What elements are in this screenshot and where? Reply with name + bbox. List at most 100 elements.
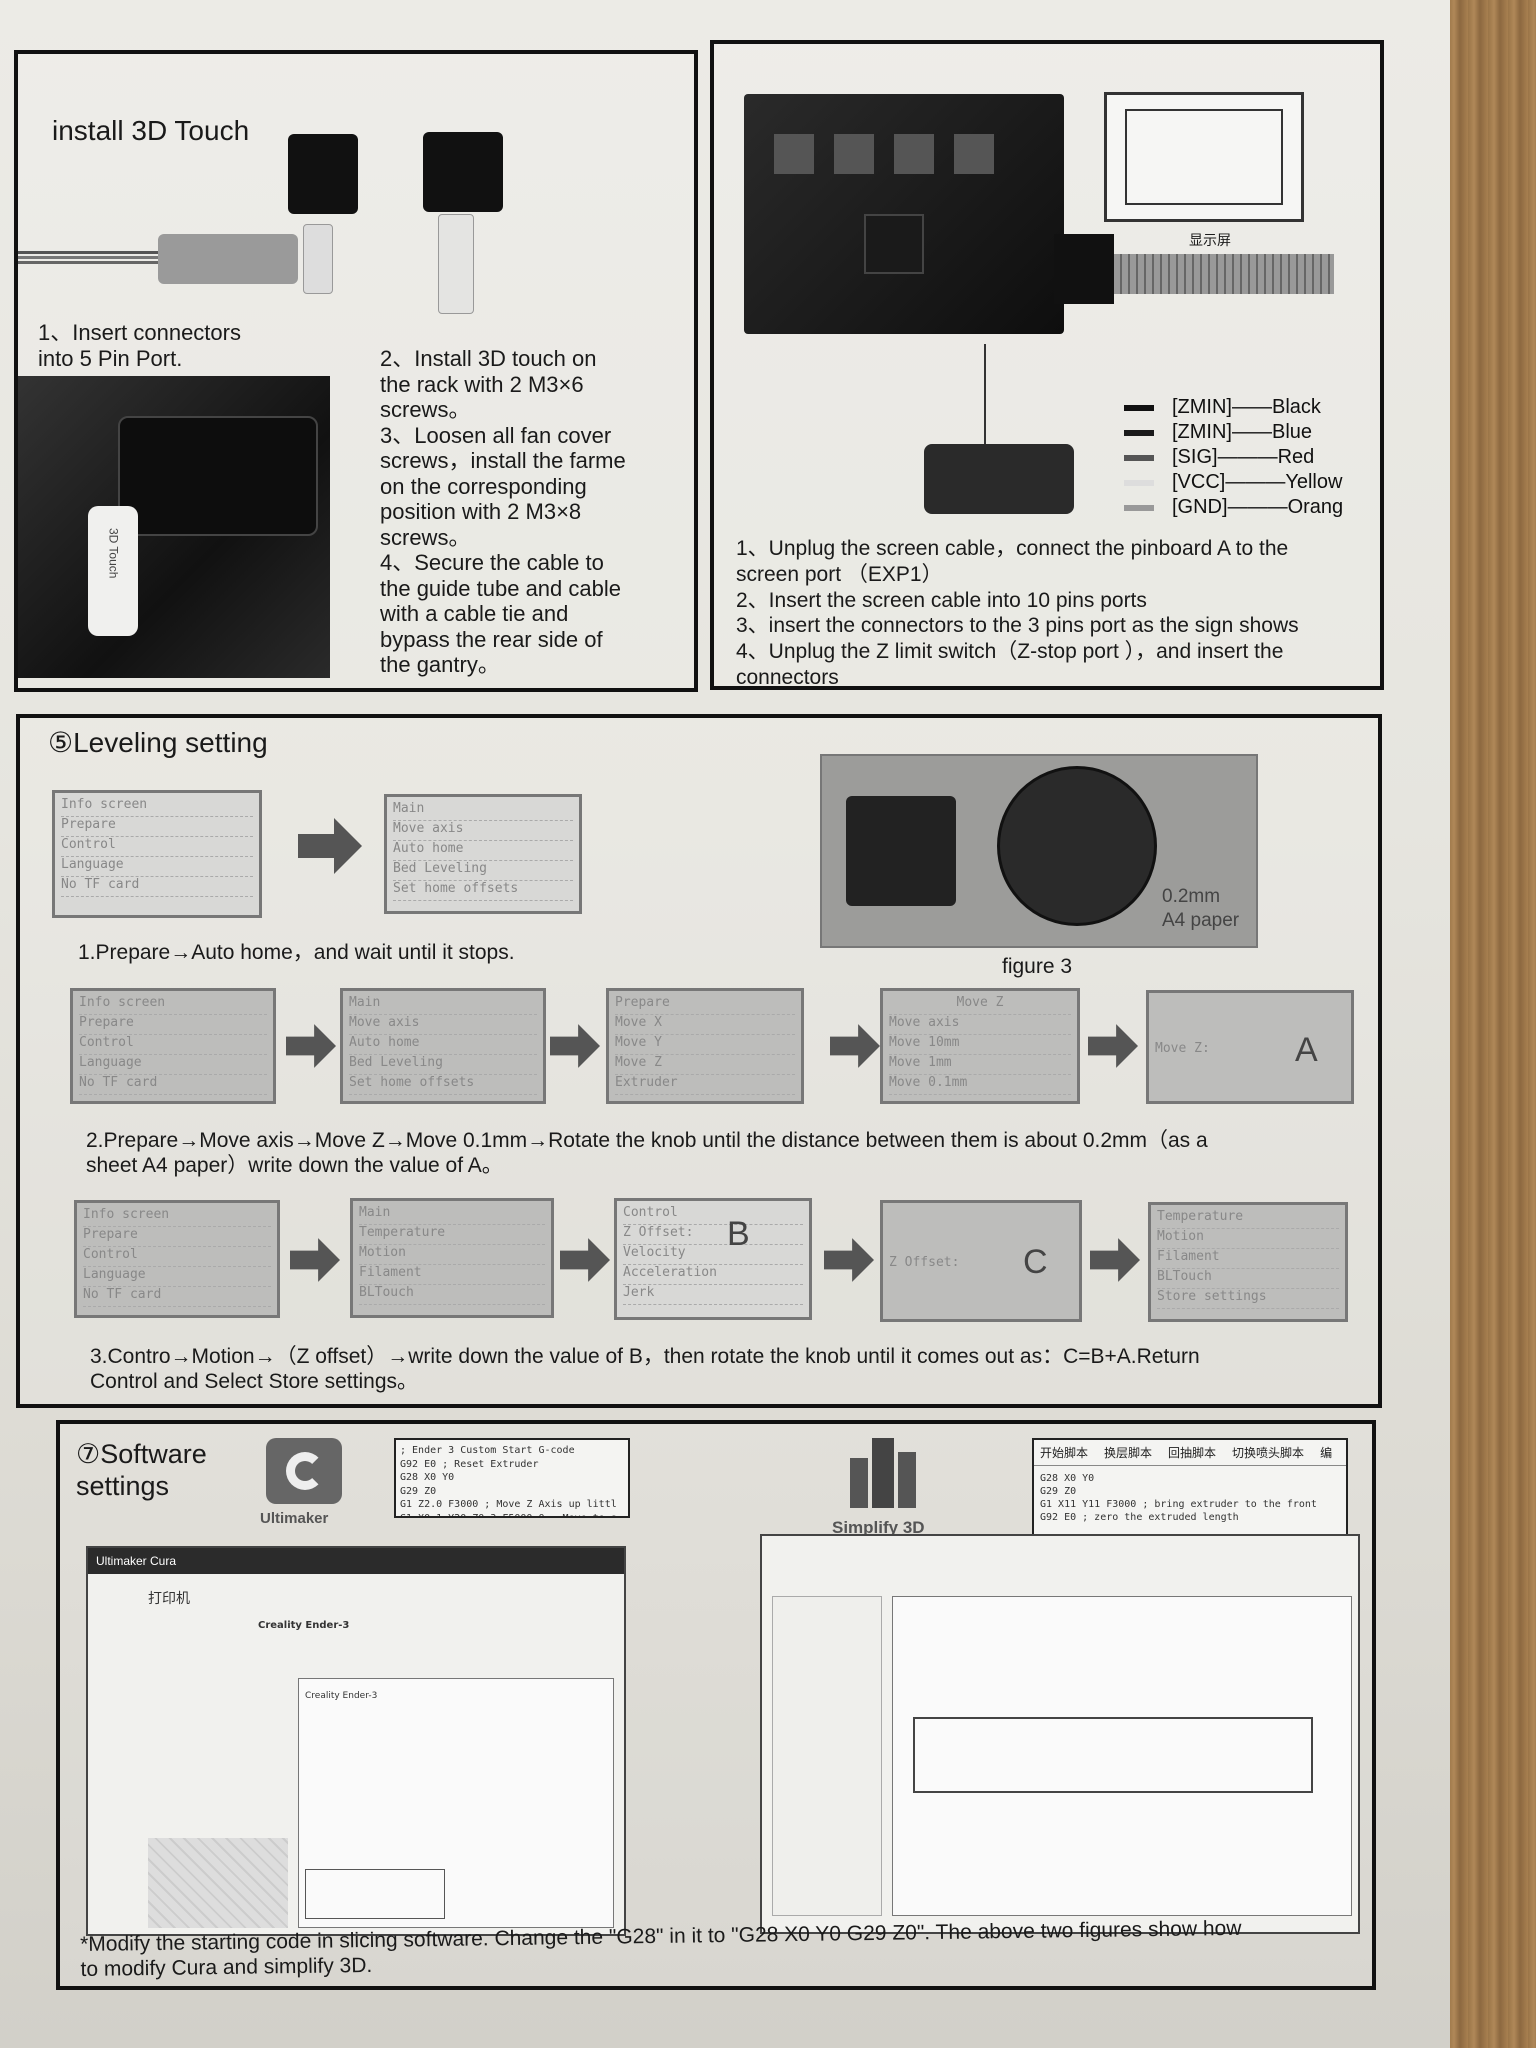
cura-screenshot: Ultimaker Cura 打印机 Creality Ender-3 Crea…	[86, 1546, 626, 1936]
printer-frame-shape	[118, 416, 318, 536]
bracket-image	[423, 132, 503, 212]
gap-label-paper: A4 paper	[1162, 910, 1240, 931]
wire-legend-row: [SIG]———Red	[1124, 446, 1384, 471]
ribbon-connector-image	[1054, 234, 1114, 304]
probe-on-bracket-image	[303, 224, 333, 294]
wiring-panel: 显示屏 [ZMIN]——Black [ZMIN]——Blue [SIG]———R…	[710, 40, 1384, 690]
cura-dialog-machine: Creality Ender-3	[305, 1691, 378, 1701]
arrow-icon	[298, 818, 362, 874]
cura-machine-dialog: Creality Ender-3	[298, 1678, 614, 1928]
leveling-step3: 3.Contro→Motion→（Z offset）→write down th…	[90, 1345, 1200, 1394]
arrow-icon	[560, 1232, 610, 1288]
s3d-tab-layer[interactable]: 换层脚本	[1104, 1446, 1153, 1460]
cura-machine-label: Creality Ender-3	[258, 1620, 350, 1631]
s3d-process-dialog	[892, 1596, 1352, 1916]
arrow-icon	[290, 1232, 340, 1288]
cura-logo-icon	[266, 1438, 342, 1504]
wiring-steps: 1、Unplug the screen cable，connect the pi…	[736, 537, 1299, 690]
gap-label-mm: 0.2mm	[1162, 886, 1221, 907]
arrow-icon	[550, 1018, 600, 1074]
s3d-script-tabs: 开始脚本 换层脚本 回抽脚本 切换喷头脚本 编	[1034, 1440, 1346, 1466]
cura-window-title: Ultimaker Cura	[96, 1554, 177, 1568]
lcd-zoffset-value: Z Offset: C	[880, 1200, 1082, 1322]
figure3-caption: figure 3	[1002, 955, 1073, 978]
probe-pcb-image	[924, 444, 1074, 514]
lcd-move-z-value: Move Z: A	[1146, 990, 1354, 1104]
value-a-label: A	[1295, 1031, 1318, 1069]
ribbon-cable-image	[1114, 254, 1334, 294]
software-title: ⑦Software settings	[76, 1439, 207, 1502]
wire-color-swatch	[1124, 504, 1154, 511]
s3d-tab-toolchange[interactable]: 切换喷头脚本	[1232, 1446, 1305, 1460]
s3d-script-box: 开始脚本 换层脚本 回抽脚本 切换喷头脚本 编 G28 X0 Y0 G29 Z0…	[1032, 1438, 1348, 1542]
s3d-tab-retract[interactable]: 回抽脚本	[1168, 1446, 1217, 1460]
cura-build-plate	[148, 1838, 288, 1928]
figure3-image: 0.2mm A4 paper	[820, 754, 1258, 948]
simplify3d-logo-icon	[850, 1438, 926, 1508]
arrow-icon	[286, 1018, 336, 1074]
bracket-image	[288, 134, 358, 214]
wire-line	[984, 344, 986, 444]
s3d-start-gcode: G28 X0 Y0 G29 Z0 G1 X11 Y11 F3000 ; brin…	[1040, 1473, 1317, 1523]
software-panel: ⑦Software settings Ultimaker ; Ender 3 C…	[56, 1420, 1376, 1990]
simplify3d-logo-text: Simplify 3D	[832, 1518, 925, 1537]
arrow-icon	[1090, 1232, 1140, 1288]
move-z-readout: Move Z:	[1155, 1041, 1210, 1056]
wire-legend-row: [ZMIN]——Black	[1124, 396, 1384, 421]
s3d-gcode-area	[913, 1717, 1313, 1793]
leveling-title: ⑤Leveling setting	[48, 727, 268, 758]
probe-shape	[88, 506, 138, 636]
wood-background	[1448, 0, 1536, 2048]
s3d-tab-more[interactable]: 编	[1320, 1446, 1333, 1460]
display-screen-image	[1104, 92, 1304, 222]
extruder-shape	[846, 796, 956, 906]
wire-color-swatch	[1124, 429, 1154, 436]
s3d-tab-start[interactable]: 开始脚本	[1040, 1446, 1089, 1460]
wire-legend-row: [ZMIN]——Blue	[1124, 421, 1384, 446]
cura-printer-label: 打印机	[148, 1591, 190, 1607]
wire-legend: [ZMIN]——Black [ZMIN]——Blue [SIG]———Red […	[1124, 396, 1384, 521]
probe-on-bracket-image	[438, 214, 474, 314]
wire-legend-row: [VCC]———Yellow	[1124, 471, 1384, 496]
cura-logo-text: Ultimaker	[260, 1510, 329, 1527]
leveling-step1: 1.Prepare→Auto home，and wait until it st…	[78, 941, 515, 964]
simplify3d-screenshot	[760, 1534, 1360, 1934]
install-steps-2-4: 2、Install 3D touch on the rack with 2 M3…	[380, 346, 626, 678]
wire-color-swatch	[1124, 454, 1154, 461]
cura-start-gcode-box: ; Ender 3 Custom Start G-code G92 E0 ; R…	[394, 1438, 630, 1518]
installed-probe-photo: 3D Touch	[18, 376, 330, 678]
leveling-step2: 2.Prepare→Move axis→Move Z→Move 0.1mm→Ro…	[86, 1129, 1208, 1178]
wire-legend-row: [GND]———Orang	[1124, 496, 1384, 521]
connector-cable-image	[18, 249, 158, 265]
wire-color-swatch	[1124, 479, 1154, 486]
probe-board-image	[158, 234, 298, 284]
s3d-sidebar	[772, 1596, 882, 1916]
probe-label: 3D Touch	[106, 527, 121, 579]
wire-color-swatch	[1124, 404, 1154, 411]
value-b-label: B	[727, 1215, 750, 1253]
install-panel: install 3D Touch 1、Insert connectors int…	[14, 50, 698, 692]
value-c-label: C	[1023, 1243, 1048, 1281]
cura-titlebar: Ultimaker Cura	[88, 1548, 624, 1574]
cura-dialog-gcode-area	[305, 1869, 445, 1919]
instruction-sheet: install 3D Touch 1、Insert connectors int…	[0, 0, 1450, 2048]
display-label: 显示屏	[1189, 232, 1231, 248]
nozzle-zoom-circle	[997, 766, 1157, 926]
install-title: install 3D Touch	[52, 115, 250, 146]
arrow-icon	[1088, 1018, 1138, 1074]
zoffset-readout: Z Offset:	[889, 1255, 960, 1270]
install-step1: 1、Insert connectors into 5 Pin Port.	[38, 320, 241, 372]
mainboard-image	[744, 94, 1064, 334]
arrow-icon	[824, 1232, 874, 1288]
